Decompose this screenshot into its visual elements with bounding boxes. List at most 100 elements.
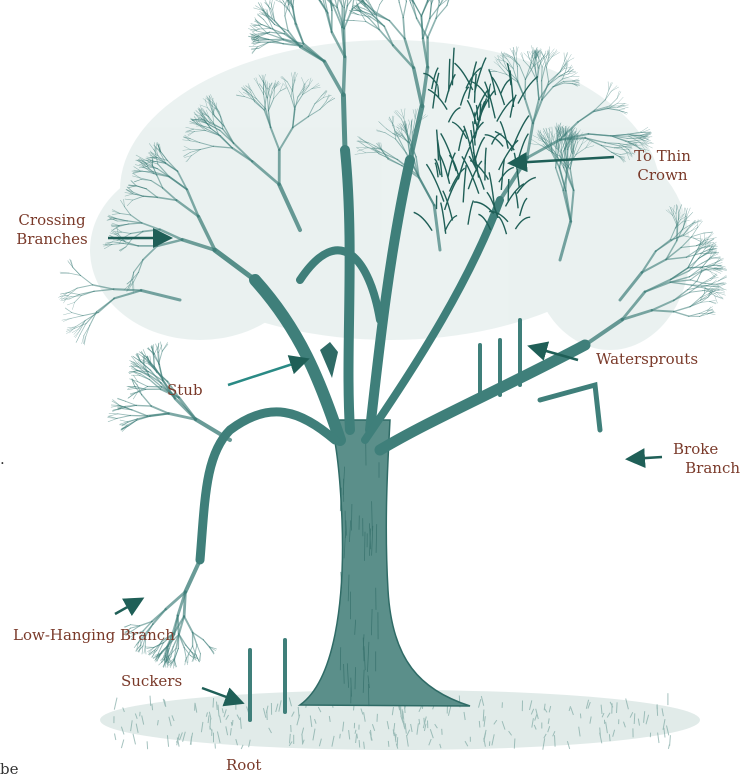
twig [114,289,142,290]
twig [710,272,717,276]
grass-blade [483,710,484,722]
twig [77,285,93,288]
grass-blade [388,741,389,747]
twig [161,342,163,352]
stub [320,342,338,378]
twig [136,405,151,406]
grass-blade [147,741,148,749]
twig [618,97,624,103]
twig [403,18,405,39]
grass-blade [152,704,153,710]
twig [151,406,168,413]
twig [354,21,366,22]
twig [343,57,344,95]
twig [621,106,629,108]
twig [117,416,130,419]
grass-blade [150,696,151,706]
twig [439,0,440,2]
twig [162,344,168,351]
twig [70,260,72,268]
label-to-thin-crown-line2: Crown [620,166,705,185]
trunk [300,420,470,706]
twig [557,66,563,74]
broke-branch [540,385,600,430]
grass-blade [133,734,136,745]
label-stub-text: Stub [167,381,203,400]
twig [406,0,407,2]
grass-blade [617,702,618,713]
label-root-text: Root [226,756,261,775]
twig [674,307,690,312]
twig [152,609,166,621]
twig [147,414,168,416]
twig [609,99,617,107]
edge-text-fragment-dot: . [0,450,5,469]
grass-blade [371,736,372,741]
bark-stroke [368,684,369,706]
twig [118,414,130,416]
twig [566,169,567,191]
twig [142,395,152,406]
twig [275,25,289,31]
label-to-thin-crown: To Thin Crown [620,147,705,185]
twig [396,0,399,2]
grass-blade [419,719,420,725]
twig [113,400,121,406]
grass-blade [514,739,515,749]
twig [72,302,74,309]
label-low-hanging-branch-text: Low-Hanging Branch [13,626,175,645]
twig [75,296,82,303]
twig [120,420,127,422]
twig [297,24,304,43]
twig [389,21,404,39]
twig [184,616,193,632]
twig [713,260,720,265]
twig [380,0,385,4]
twig [285,16,288,31]
twig [118,398,126,401]
twig [710,301,716,302]
label-suckers: Suckers [121,672,182,691]
grass-blade [397,737,398,746]
twig [718,275,726,281]
twig [67,302,74,305]
label-broke-branch-line2: Branch [660,459,740,478]
grass-blade [371,730,372,736]
grass-blade [555,735,556,747]
grass-blade [115,734,116,741]
watersprouts [480,320,520,400]
twig [618,107,626,108]
twig [273,2,275,10]
twig [258,15,264,20]
twig [399,2,403,17]
label-to-thin-crown-line1: To Thin [620,147,705,166]
label-stub: Stub [167,381,203,400]
twig [652,310,674,311]
label-suckers-text: Suckers [121,672,182,691]
label-watersprouts-text: Watersprouts [596,350,698,369]
twig [108,418,117,421]
bark-stroke [355,667,356,689]
grass-blade [217,702,218,710]
twig [185,560,200,592]
label-broke-branch: Broke Branch [660,440,740,478]
grass-blade [114,698,117,710]
grass-blade [609,734,610,741]
twig [154,355,155,367]
twig [690,298,700,307]
twig [203,640,210,648]
twig [337,0,339,8]
grass-blade [479,721,480,728]
grass-blade [121,740,123,749]
label-root: Root [226,756,261,775]
twig [702,258,712,263]
grass-blade [634,713,635,724]
twig [705,284,716,285]
label-crossing-branches: Crossing Branches [4,211,100,249]
arrow-low-hanging-branch [115,600,140,614]
grass-blade [340,734,341,739]
twig [197,645,201,654]
twig [403,0,406,2]
twig [510,48,514,55]
